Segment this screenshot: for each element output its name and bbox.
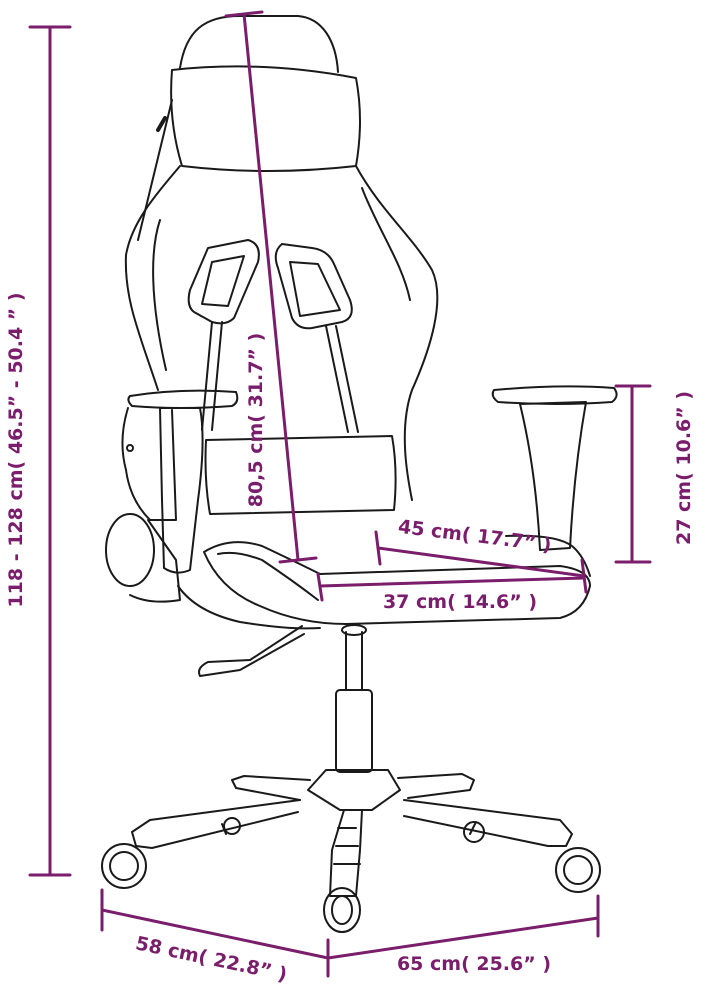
backrest-top-outline [179, 15, 339, 73]
shoulder-hole-right [274, 243, 353, 330]
backrest-height-line [242, 12, 300, 562]
back-rod-right [325, 325, 349, 433]
base-leg-front [329, 809, 363, 897]
armrest-height-label: 27 cm( 10.6” ) [673, 391, 695, 545]
base-width-label: 65 cm( 25.6” ) [397, 953, 551, 975]
back-rod-left [201, 321, 213, 431]
base-width-line [326, 916, 600, 960]
seat-depth-label: 45 cm( 17.7” ) [397, 516, 553, 557]
base-depth-label: 58 cm( 22.8” ) [134, 932, 289, 986]
seat-width-label: 37 cm( 14.6” ) [383, 591, 537, 613]
gas-lift-cylinder [335, 689, 373, 773]
backrest-height-label: 80,5 cm( 31.7” ) [245, 333, 267, 508]
caster-back-left [223, 817, 241, 835]
base-leg-left [231, 775, 311, 801]
caster-left [101, 843, 147, 889]
backrest-left-outline [124, 165, 181, 391]
backrest-right-outline [355, 165, 439, 501]
pillow-strap [137, 99, 173, 241]
armrest-right-support [519, 401, 587, 551]
lumbar-panel [204, 435, 397, 515]
chair-illustration [101, 15, 618, 933]
base-hub [307, 769, 401, 811]
caster-right [555, 847, 601, 893]
base-depth-line [100, 908, 330, 960]
seat-depth-line [376, 546, 586, 578]
shoulder-hole-left [187, 239, 260, 325]
total-height-label: 118 - 128 cm( 46.5” - 50.4 ” ) [5, 292, 27, 607]
seat-cushion [203, 541, 591, 625]
caster-front [323, 887, 361, 933]
caster-back-right [463, 821, 485, 843]
recline-knob [105, 513, 155, 587]
dimension-lines [28, 10, 652, 978]
head-pillow [170, 65, 361, 172]
tilt-lever [198, 625, 305, 677]
armrest-left-support [159, 407, 204, 574]
gas-lift-top [341, 624, 367, 636]
base-leg-right [397, 773, 475, 799]
armrest-left-pad [127, 389, 239, 409]
seat-width-line [318, 576, 586, 588]
armrest-right-pad [491, 385, 618, 405]
